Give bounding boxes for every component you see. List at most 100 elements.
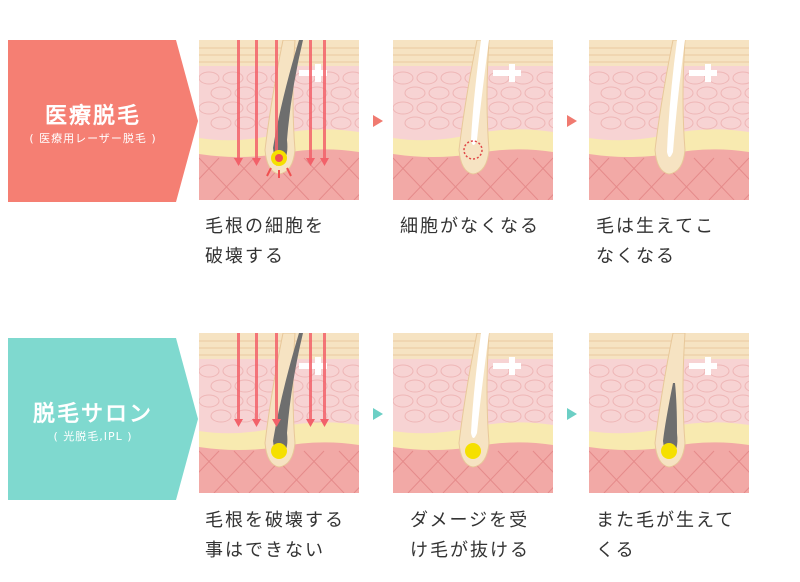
light-beam-tip <box>306 419 315 427</box>
skin-cell <box>524 86 546 100</box>
skin-diagram <box>393 333 553 493</box>
skin-cell <box>488 394 510 408</box>
tissue-line <box>532 157 553 180</box>
skin-cell <box>306 86 328 100</box>
light-beam-tip <box>306 158 315 166</box>
tissue-line <box>199 450 220 473</box>
skin-cell <box>708 394 730 408</box>
skin-cell <box>696 379 718 393</box>
medical-label-shape <box>8 40 198 202</box>
skin-cell <box>416 101 438 115</box>
light-beam <box>323 40 326 158</box>
skin-cell <box>210 116 232 130</box>
skin-cell <box>294 394 316 408</box>
skin-cell <box>393 101 414 115</box>
skin-cell <box>708 101 730 115</box>
skin-cell <box>732 364 749 378</box>
tissue-line <box>427 157 469 200</box>
skin-cell <box>524 379 546 393</box>
caption-medical-1: 毛根の細胞を 破壊する <box>205 216 325 267</box>
light-beam <box>275 40 278 158</box>
sebaceous-gland <box>299 357 327 375</box>
light-beam <box>237 40 240 158</box>
salon-label-box: 脱毛サロン ( 光脱毛,IPL ) <box>8 338 198 500</box>
tissue-line <box>589 450 610 473</box>
new-hair <box>663 383 678 458</box>
skin-diagram <box>589 40 749 200</box>
tissue-line <box>477 157 519 200</box>
skin-cell <box>720 409 742 423</box>
skin-cell <box>500 86 522 100</box>
skin-cell <box>354 87 359 99</box>
tissue-line <box>283 450 325 493</box>
skin-cell <box>636 101 658 115</box>
sebaceous-gland <box>689 357 717 375</box>
tissue-line <box>623 157 665 200</box>
skin-cell <box>440 394 462 408</box>
skin-cell <box>500 116 522 130</box>
light-beam-tip <box>320 419 329 427</box>
medical-label-bg <box>8 40 198 202</box>
skin-cell <box>222 394 244 408</box>
light-beam-tip <box>234 419 243 427</box>
destroy-mark <box>266 167 292 178</box>
skin-cell <box>330 379 352 393</box>
skin-cell <box>624 86 646 100</box>
skin-cell <box>536 71 553 85</box>
panel-salon-3 <box>589 333 749 493</box>
tissue-line <box>497 450 539 493</box>
light-beam <box>323 333 326 419</box>
caption-salon-3: また毛が生えて くる <box>596 510 736 561</box>
tissue-line <box>303 450 345 493</box>
skin-cell <box>600 86 622 100</box>
arrow-salon-1 <box>373 405 383 424</box>
skin-diagram <box>393 40 553 200</box>
salon-title: 脱毛サロン <box>32 402 153 427</box>
hair-bulb <box>465 443 481 459</box>
arrow-salon-2 <box>567 405 577 424</box>
tissue-line <box>673 157 715 200</box>
tissue-line <box>199 450 240 493</box>
tissue-line <box>708 157 749 200</box>
tissue-line <box>393 450 414 473</box>
follicle <box>264 333 296 468</box>
tissue-line <box>497 157 539 200</box>
skin-cell <box>342 101 359 115</box>
skin-cell <box>612 394 634 408</box>
skin-cell <box>548 117 553 129</box>
light-beam <box>309 333 312 419</box>
skin-cell <box>342 364 359 378</box>
skin-cell <box>330 409 352 423</box>
skin-cell <box>636 364 658 378</box>
skin-cell <box>744 87 749 99</box>
hair-shaft <box>273 333 303 458</box>
empty-follicle <box>471 40 489 145</box>
destroyed-cell <box>275 154 283 162</box>
tissue-line <box>728 157 749 180</box>
tissue-line <box>623 450 665 493</box>
caption-salon-1: 毛根を破壊する 事はできない <box>205 510 345 561</box>
skin-cell <box>684 394 706 408</box>
skin-cell <box>210 86 232 100</box>
skin-cell <box>720 379 742 393</box>
arrow-medical-2 <box>567 112 577 131</box>
panel-medical-3 <box>589 40 749 200</box>
skin-cell <box>330 86 352 100</box>
skin-cell <box>696 409 718 423</box>
skin-cell <box>524 409 546 423</box>
empty-follicle <box>667 40 685 157</box>
skin-cell <box>512 394 534 408</box>
skin-cell <box>696 116 718 130</box>
skin-cell <box>342 71 359 85</box>
skin-cell <box>536 101 553 115</box>
tissue-line <box>393 157 414 180</box>
skin-cell <box>624 409 646 423</box>
skin-cell <box>428 116 450 130</box>
skin-cell <box>744 380 749 392</box>
sebaceous-gland <box>493 64 521 82</box>
skin-cell <box>684 101 706 115</box>
skin-cell <box>636 394 658 408</box>
panel-salon-1 <box>199 333 359 493</box>
panel-medical-2 <box>393 40 553 200</box>
tissue-line <box>708 450 749 493</box>
